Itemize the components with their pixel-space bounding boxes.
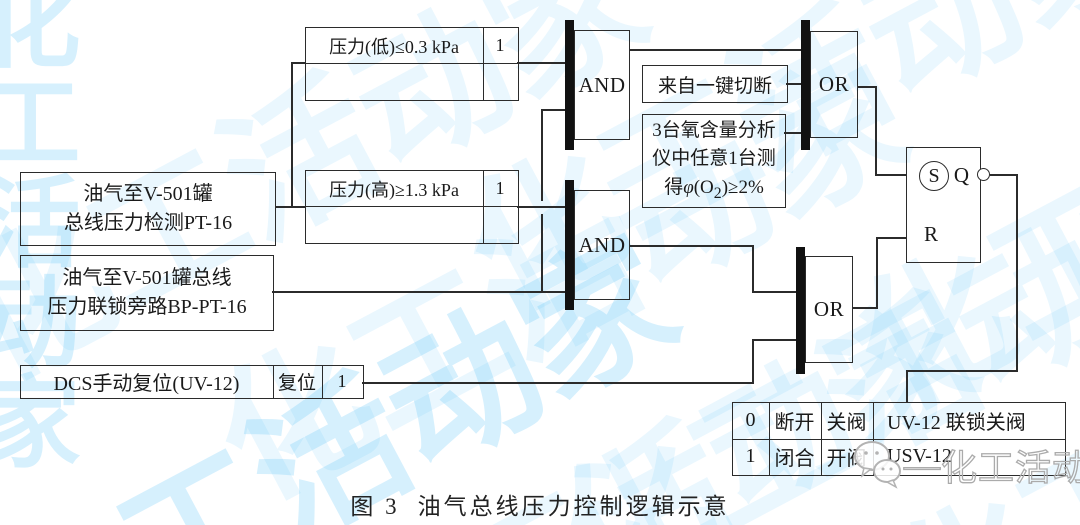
wire-s-in [875,174,907,176]
wire-q-to-table [906,370,908,403]
oxygen-box: 3台氧含量分析 仪中任意1台测 得φ(O2)≥2% [642,114,786,208]
pt16-box: 油气至V-501罐 总线压力检测PT-16 [20,172,276,246]
table-cell: 断开 [774,412,815,434]
brand-name: 化工活动家 [940,447,1080,488]
and1-gate: AND [574,30,630,140]
sr-flipflop: S Q R [906,147,981,263]
divider [872,403,874,475]
and1-label: AND [578,72,626,97]
or1-label: OR [818,72,850,96]
divider [482,28,484,100]
wire-cutoff-out [786,83,803,85]
cutoff-label: 来自一键切断 [657,75,772,97]
or2-input-bar [796,247,805,374]
figure-number: 图 3 [350,494,400,519]
wire-branch-to-and1 [541,109,567,111]
wire-r-in [876,237,907,239]
wire-q-left [906,370,1018,372]
reset-input-label: R [924,222,939,246]
wire-pt16-out [275,206,306,208]
table-cell: 0 [745,409,756,431]
dcs-reset-box: DCS手动复位(UV-12) 复位 1 [20,365,364,399]
divider [733,438,1065,440]
pt16-line2: 总线压力检测PT-16 [63,212,233,234]
dcs-reset-output-value: 1 [337,371,347,391]
bypass-line1: 油气至V-501罐总线 [62,267,232,289]
or1-gate: OR [810,31,858,138]
wire-q-down [1016,174,1018,372]
or1-input-bar [801,20,810,150]
or2-label: OR [813,297,845,321]
divider [820,403,822,475]
pressure-high-output-value: 1 [495,178,505,198]
divider [306,205,518,207]
wire-branch-vert-a [541,109,543,201]
and2-gate: AND [574,190,630,300]
wire-and2-down [752,245,754,293]
wire-dcs-up [752,339,754,384]
cutoff-box: 来自一键切断 [642,65,788,103]
wire-or2-out [852,307,878,309]
divider [321,366,323,398]
brand-separator: — [903,444,941,485]
wire-or1-out [857,86,877,88]
wire-or2-up [876,237,878,309]
truth-table: 0 断开 关阀 UV-12 联锁关阀 1 闭合 开阀 USV-12 [732,402,1066,476]
oxygen-line3: 得φ(O2)≥2% [664,176,764,202]
dcs-reset-action: 复位 [277,373,316,394]
wire-q-out [990,174,1018,176]
pressure-high-label: 压力(高)≥1.3 kPa [329,179,459,200]
figure-title: 油气总线压力控制逻辑示意 [417,494,730,519]
and2-input-bar [565,180,574,310]
bypass-line2: 压力联锁旁路BP-PT-16 [47,296,247,318]
divider [768,403,770,475]
table-cell: UV-12 联锁关阀 [887,412,1026,434]
wire-or2-in2 [752,339,798,341]
wire-high-out [517,206,567,208]
wire-and2-out [629,245,754,247]
or2-gate: OR [805,256,853,363]
set-input-label: S [919,161,949,191]
wire-dcs-out [362,382,754,384]
wire-and1-out [629,49,803,51]
q-output-label: Q [953,163,969,187]
oxygen-line1: 3台氧含量分析 [652,119,776,141]
oxygen-line2: 仪中任意1台测 [652,148,776,170]
and1-input-bar [565,20,574,150]
pressure-low-output-value: 1 [495,35,505,55]
divider [306,62,518,64]
wire-junction-vert [291,62,293,208]
wire-low-out [517,62,567,64]
wire-or1-down [875,86,877,176]
brand-logo: — 化工活动家 [852,438,1080,492]
wire-bypass-out [272,291,567,293]
pt16-line1: 油气至V-501罐 [83,183,213,205]
table-cell: 闭合 [774,448,815,470]
bypass-box: 油气至V-501罐总线 压力联锁旁路BP-PT-16 [20,255,274,331]
divider [272,366,274,398]
dcs-reset-label: DCS手动复位(UV-12) [53,373,240,395]
pressure-low-box: 压力(低)≤0.3 kPa 1 [305,27,519,101]
wire-branch-vert-b [541,214,543,293]
divider [482,171,484,243]
pressure-high-box: 压力(高)≥1.3 kPa 1 [305,170,519,244]
table-cell: USV-12 [887,445,952,467]
inverter-bubble-icon [977,168,990,181]
pressure-low-label: 压力(低)≤0.3 kPa [329,36,459,57]
wire-or2-in1 [752,291,798,293]
table-cell: 1 [745,445,756,467]
wechat-icon [854,441,901,489]
figure-caption: 图 3 油气总线压力控制逻辑示意 [0,487,1080,521]
wire-oxygen-out [784,132,803,134]
table-cell: 关阀 [826,412,867,434]
and2-label: AND [578,232,626,257]
wire-into-low [291,62,306,64]
